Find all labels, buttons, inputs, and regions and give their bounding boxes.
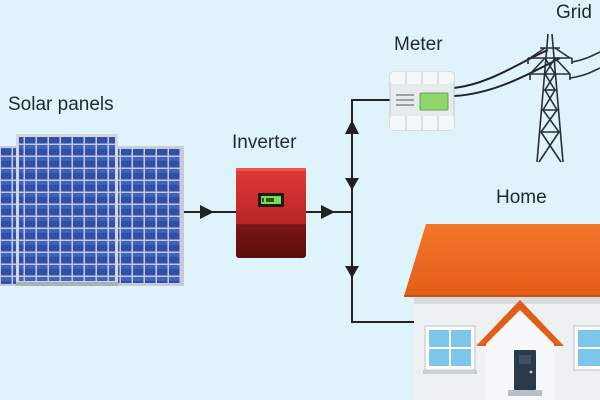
inverter-label: Inverter	[232, 132, 297, 153]
arrow-up	[345, 120, 359, 134]
grid-label: Grid	[556, 2, 592, 23]
transmission-tower-icon	[527, 33, 600, 163]
meter-label: Meter	[394, 34, 443, 55]
window-left	[423, 325, 477, 374]
arrow-right-2	[321, 205, 335, 219]
electric-meter-icon	[389, 71, 455, 131]
inverter-icon	[236, 168, 306, 258]
solar-panels-label: Solar panels	[8, 94, 114, 115]
home-label: Home	[496, 187, 547, 208]
flow-arrows	[200, 120, 359, 278]
arrow-down-2	[345, 266, 359, 278]
solar-panel-center	[16, 134, 118, 286]
arrow-down-1	[345, 178, 359, 190]
solar-panel-right	[110, 146, 184, 286]
window-right	[573, 325, 600, 371]
solar-panel-array-icon	[0, 134, 184, 286]
house-icon	[404, 224, 600, 400]
arrow-right-1	[200, 205, 214, 219]
